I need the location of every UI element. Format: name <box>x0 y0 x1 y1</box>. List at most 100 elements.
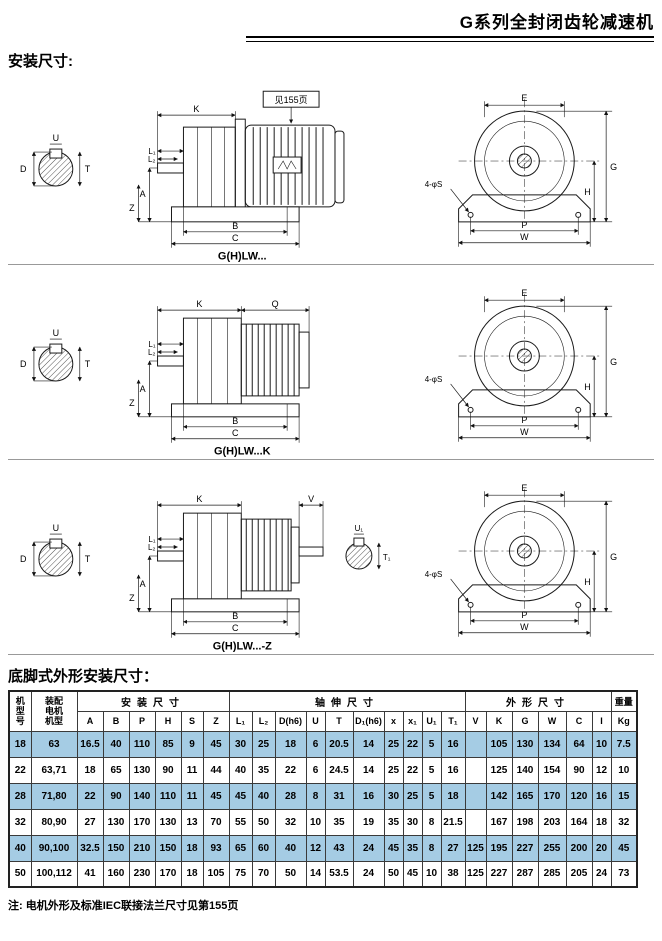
table-cell: 18 <box>180 834 204 862</box>
figure-caption: G(H)LW...K <box>214 446 271 458</box>
table-cell: 195 <box>485 834 513 862</box>
table-cell: 65 <box>228 834 253 862</box>
table-cell: 22 <box>402 730 423 758</box>
side-view-dimensions <box>136 501 324 638</box>
dim-label-p: P <box>521 610 527 620</box>
table-cell: 45 <box>383 834 404 862</box>
column-header: S <box>180 710 204 732</box>
table-cell: 24.5 <box>324 756 354 784</box>
column-header: L₁ <box>228 710 253 732</box>
table-cell: 13 <box>180 808 204 836</box>
table-cell: 255 <box>537 834 567 862</box>
table-cell <box>464 782 487 810</box>
table-cell: 50 <box>274 860 307 888</box>
dim-label-h: H <box>584 382 590 392</box>
table-cell: 18 <box>180 860 204 888</box>
table-cell: 24 <box>352 860 385 888</box>
table-cell: 53.5 <box>324 860 354 888</box>
table-cell: 16.5 <box>76 730 104 758</box>
group-header-shaft: 轴伸尺寸 <box>228 690 466 712</box>
table-cell: 35 <box>251 756 276 784</box>
table-cell: 150 <box>154 834 182 862</box>
table-cell: 14 <box>305 860 326 888</box>
table-cell: 70 <box>251 860 276 888</box>
table-cell: 38 <box>440 860 466 888</box>
table-cell: 125 <box>464 860 487 888</box>
dim-label-t: T <box>85 164 91 174</box>
drawing-ghlw-z: D U T U₁ T₁ <box>20 483 617 653</box>
table-cell: 10 <box>305 808 326 836</box>
table-cell: 9 <box>180 730 204 758</box>
table-cell: 130 <box>511 730 539 758</box>
table-cell: 19 <box>352 808 385 836</box>
table-cell: 8 <box>421 808 442 836</box>
dim-label-4-phi-s: 4-φS <box>425 570 443 579</box>
table-cell: 5 <box>421 756 442 784</box>
table-cell: 205 <box>565 860 593 888</box>
table-cell: 80,90 <box>30 808 78 836</box>
table-cell: 40 <box>274 834 307 862</box>
table-cell: 50 <box>383 860 404 888</box>
dim-label-u: U <box>53 523 59 533</box>
column-header: D₁(h6) <box>352 710 385 732</box>
table-cell: 45 <box>228 782 253 810</box>
dim-label-h: H <box>584 577 590 587</box>
dim-label-e: E <box>521 288 527 298</box>
col-header-motor: 装配 电机 机型 <box>30 690 78 732</box>
table-cell: 125 <box>464 834 487 862</box>
table-cell: 285 <box>537 860 567 888</box>
dim-label-d: D <box>20 554 27 564</box>
table-cell: 287 <box>511 860 539 888</box>
table-cell: 18 <box>591 808 612 836</box>
dim-label-k: K <box>193 104 199 114</box>
column-header: T₁ <box>440 710 466 732</box>
dim-label-a: A <box>140 189 146 199</box>
front-view <box>458 489 603 613</box>
table-cell: 120 <box>565 782 593 810</box>
column-header: B <box>102 710 130 732</box>
group-header-weight: 重量 <box>610 690 638 712</box>
table-cell: 45 <box>202 730 230 758</box>
column-header: Kg <box>610 710 638 732</box>
table-cell: 35 <box>383 808 404 836</box>
section-divider <box>8 654 654 655</box>
gearbox-side-view <box>157 512 324 613</box>
drawing-ghlw: D U T <box>20 90 617 263</box>
table-cell: 32.5 <box>76 834 104 862</box>
dim-label-z: Z <box>129 203 135 213</box>
column-header: x <box>383 710 404 732</box>
table-cell: 85 <box>154 730 182 758</box>
table-cell: 170 <box>154 860 182 888</box>
dim-label-u: U <box>53 328 59 338</box>
table-cell: 7.5 <box>610 730 638 758</box>
dim-label-c: C <box>232 428 239 438</box>
table-cell: 73 <box>610 860 638 888</box>
table-cell: 10 <box>610 756 638 784</box>
column-header: A <box>76 710 104 732</box>
table-cell <box>464 808 487 836</box>
dim-label-t1: T₁ <box>383 553 391 562</box>
gearmotor-side-view <box>157 118 345 223</box>
dim-label-p: P <box>521 415 527 425</box>
table-cell: 43 <box>324 834 354 862</box>
table-cell: 40 <box>251 782 276 810</box>
table-cell: 5 <box>421 730 442 758</box>
dim-label-k: K <box>196 299 202 309</box>
table-cell: 63 <box>30 730 78 758</box>
dim-label-d: D <box>20 359 27 369</box>
table-cell: 10 <box>421 860 442 888</box>
column-header: U <box>305 710 326 732</box>
dim-label-b: B <box>232 611 238 621</box>
table-cell: 30 <box>228 730 253 758</box>
shaft-section-detail <box>31 338 82 382</box>
table-cell: 20.5 <box>324 730 354 758</box>
dim-label-w: W <box>520 622 529 632</box>
table-cell: 90 <box>102 782 130 810</box>
table-cell: 50 <box>251 808 276 836</box>
dim-label-v: V <box>308 494 314 504</box>
table-cell: 230 <box>128 860 156 888</box>
table-cell: 35 <box>402 834 423 862</box>
